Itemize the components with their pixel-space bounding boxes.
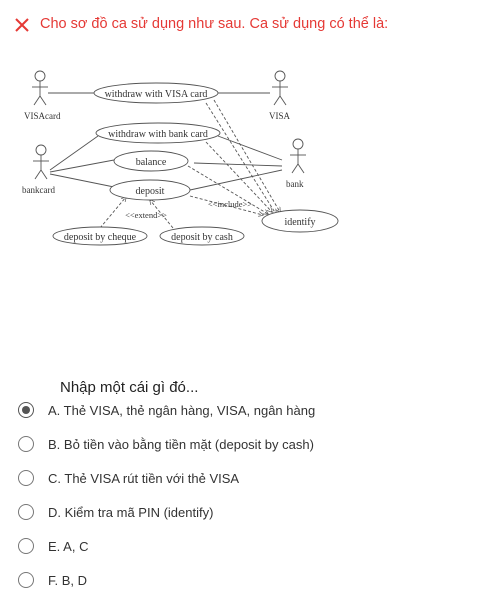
usecase-label-balance: balance — [136, 157, 167, 168]
option-a[interactable]: A. Thẻ VISA, thẻ ngân hàng, VISA, ngân h… — [18, 393, 468, 427]
option-d[interactable]: D. Kiểm tra mã PIN (identify) — [18, 495, 468, 529]
option-label: C. Thẻ VISA rút tiền với thẻ VISA — [48, 470, 240, 486]
include-stereotype: <<include>> — [208, 199, 252, 209]
usecase-balance — [113, 150, 189, 172]
use-case-diagram: VISAcard VISA bankcard bank withdraw wit… — [22, 70, 339, 246]
usecase-label-deposit-cheque: deposit by cheque — [64, 232, 137, 243]
usecase-withdraw-visa — [93, 82, 219, 104]
question-text: Cho sơ đồ ca sử dụng như sau. Ca sử dụng… — [40, 16, 389, 32]
option-label: A. Thẻ VISA, thẻ ngân hàng, VISA, ngân h… — [48, 402, 316, 418]
usecase-label-withdraw-visa: withdraw with VISA card — [105, 89, 208, 100]
actor-visacard — [32, 70, 48, 106]
radio-checked-icon[interactable] — [18, 402, 34, 418]
radio-icon[interactable] — [18, 436, 34, 452]
usecase-deposit — [109, 179, 191, 201]
actor-label-visa: VISA — [269, 111, 291, 121]
close-icon — [15, 18, 29, 32]
option-label: E. A, C — [48, 538, 89, 554]
usecase-label-deposit-cash: deposit by cash — [171, 232, 233, 243]
option-label: D. Kiểm tra mã PIN (identify) — [48, 504, 214, 520]
option-label: B. Bỏ tiền vào bằng tiền mặt (deposit by… — [48, 436, 314, 452]
usecase-label-identify: identify — [284, 217, 315, 228]
actor-visa — [272, 70, 288, 106]
usecase-deposit-cash — [159, 226, 245, 246]
actor-label-bankcard: bankcard — [22, 185, 55, 195]
radio-icon[interactable] — [18, 572, 34, 588]
option-e[interactable]: E. A, C — [18, 529, 468, 563]
actor-bankcard — [33, 144, 49, 180]
usecase-label-deposit: deposit — [136, 186, 165, 197]
actor-label-bank: bank — [286, 179, 304, 189]
usecase-label-withdraw-bank: withdraw with bank card — [108, 129, 208, 140]
usecase-identify — [261, 209, 339, 233]
option-f[interactable]: F. B, D — [18, 563, 468, 597]
usecase-deposit-cheque — [52, 226, 148, 246]
option-c[interactable]: C. Thẻ VISA rút tiền với thẻ VISA — [18, 461, 468, 495]
option-b[interactable]: B. Bỏ tiền vào bằng tiền mặt (deposit by… — [18, 427, 468, 461]
answer-input[interactable]: Nhập một cái gì đó... — [60, 379, 199, 396]
radio-icon[interactable] — [18, 538, 34, 554]
radio-icon[interactable] — [18, 470, 34, 486]
answer-options: A. Thẻ VISA, thẻ ngân hàng, VISA, ngân h… — [18, 393, 468, 597]
usecase-withdraw-bank — [95, 122, 221, 144]
extend-stereotype: <<extend>> — [125, 210, 167, 220]
radio-icon[interactable] — [18, 504, 34, 520]
actor-bank — [290, 138, 306, 174]
option-label: F. B, D — [48, 572, 88, 588]
question-header: Cho sơ đồ ca sử dụng như sau. Ca sử dụng… — [14, 14, 474, 34]
actor-label-visacard: VISAcard — [24, 111, 61, 121]
